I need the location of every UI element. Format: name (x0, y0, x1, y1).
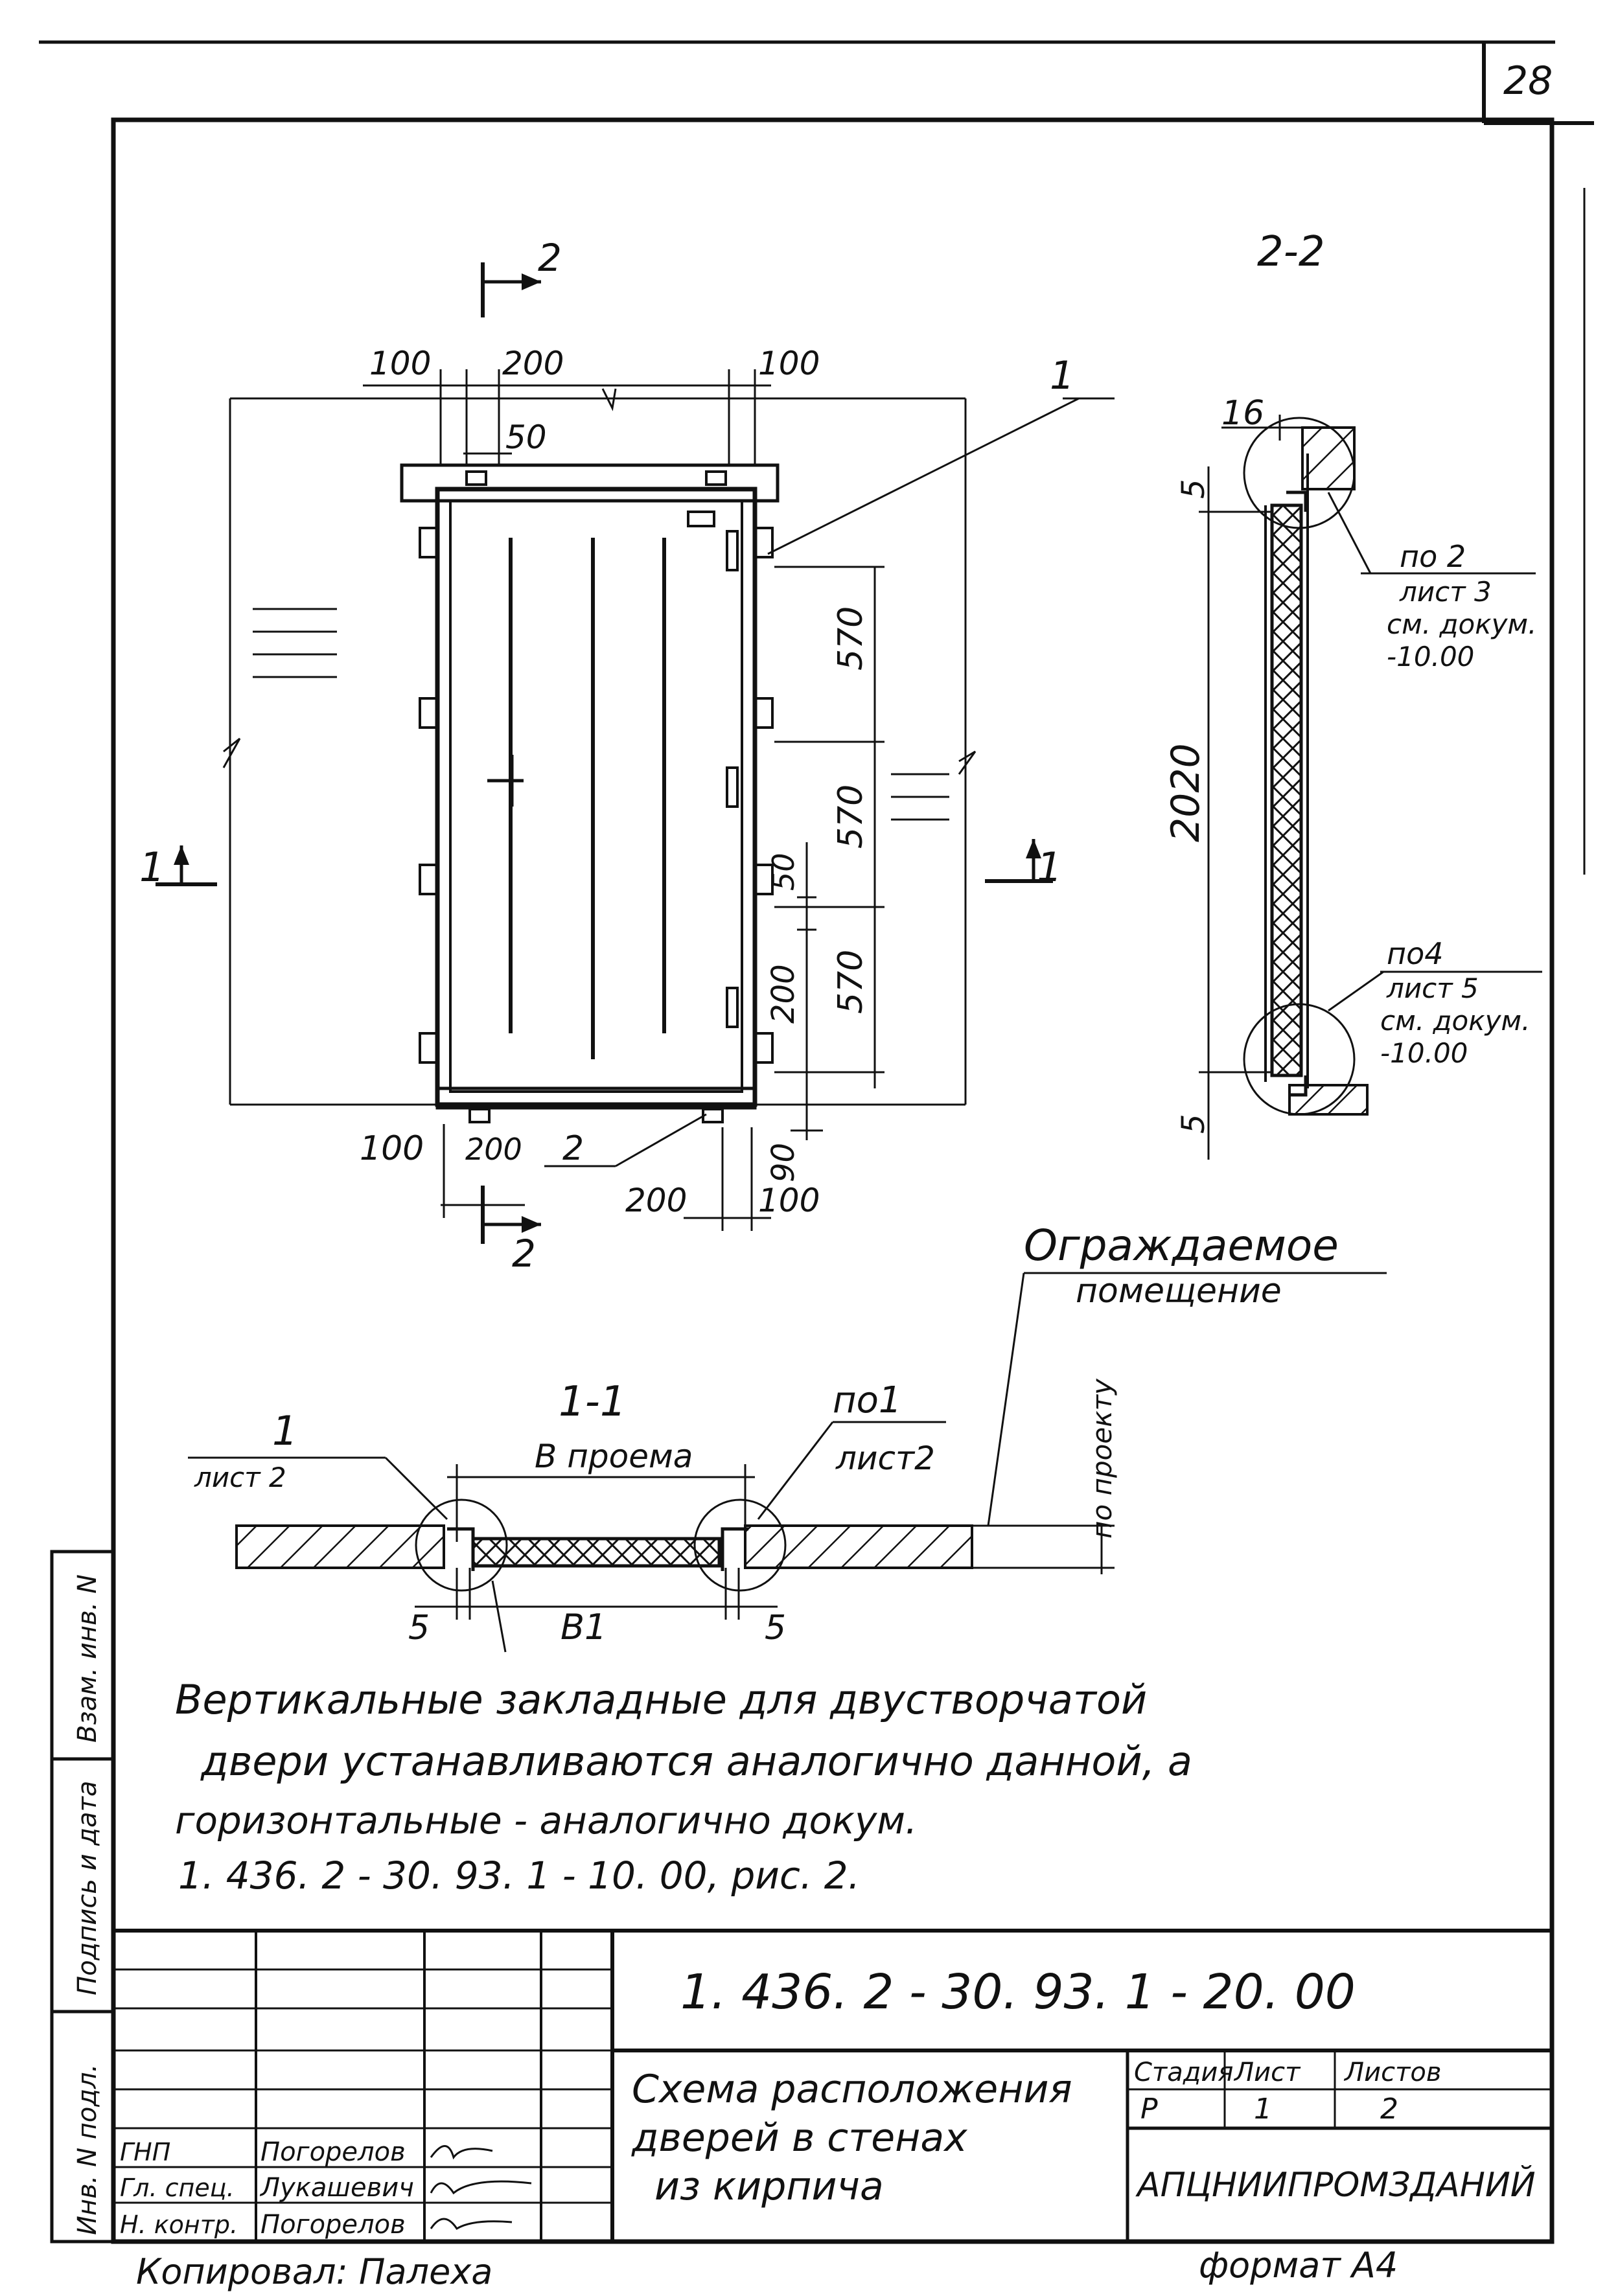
cut-mark-top: 2 (538, 236, 562, 280)
dim-top-200: 200 (502, 345, 564, 382)
name-row-3: Погорелов (260, 2210, 406, 2240)
cut-markers (156, 262, 1053, 1244)
left-ref-number: 1 (272, 1407, 297, 1454)
stage-value: Р (1140, 2093, 1158, 2126)
protected-room-line-2: помещение (1076, 1272, 1282, 1311)
leader-label-2: 2 (562, 1129, 584, 1168)
right-ref-number: по1 (833, 1379, 902, 1421)
dim-5-left: 5 (408, 1609, 430, 1647)
dim-bottom-100-right: 100 (758, 1182, 820, 1219)
dim-bottom-200-left: 200 (465, 1132, 522, 1167)
callout-bottom-line-1: по4 (1387, 936, 1444, 971)
callout-top-line-1: по 2 (1400, 539, 1466, 574)
copied-by: Копировал: Палеха (136, 2251, 492, 2292)
section-2-2-title: 2-2 (1257, 228, 1325, 276)
dim-top-50: 50 (505, 419, 547, 456)
callout-top-line-2: лист 3 (1399, 576, 1492, 608)
callout-bottom-line-4: -10.00 (1380, 1037, 1468, 1069)
stamp-signature-date: Подпись и дата (73, 1781, 102, 1995)
sheet-value: 1 (1254, 2093, 1272, 2126)
section-2-2 (1199, 415, 1542, 1160)
note-line-4: 1. 436. 2 - 30. 93. 1 - 10. 00, рис. 2. (178, 1854, 860, 1898)
stamp-original-inv: Инв. N подл. (73, 2064, 102, 2235)
note-line-2: двери устанавливаются аналогично данной,… (200, 1738, 1192, 1785)
section-2-2-dim-5-top: 5 (1175, 479, 1212, 499)
section-1-1 (188, 1272, 1387, 1653)
dim-5-right: 5 (765, 1609, 786, 1647)
callout-bottom-line-2: лист 5 (1386, 972, 1479, 1004)
section-1-1-title: 1-1 (559, 1378, 627, 1426)
sheet-frame (39, 40, 1594, 2244)
dim-b1: В1 (561, 1607, 607, 1647)
dim-top-100-right: 100 (758, 345, 820, 382)
stage-label: Стадия (1134, 2058, 1233, 2087)
page-number: 28 (1503, 58, 1553, 104)
dim-right-90: 90 (765, 1143, 802, 1182)
section-2-2-dim-2020: 2020 (1163, 743, 1208, 842)
elevation-dimensions (363, 369, 884, 1231)
role-chief-spec: Гл. спец. (120, 2174, 235, 2202)
section-2-2-dim-5-bottom: 5 (1175, 1114, 1212, 1134)
signature-marks (430, 2145, 532, 2231)
name-row-2: Лукашевич (259, 2173, 414, 2203)
left-ref-sheet: лист 2 (194, 1462, 286, 1493)
protected-room-line-1: Ограждаемое (1024, 1221, 1339, 1270)
section-mark-right: 1 (1037, 844, 1062, 891)
sheet-format: формат А4 (1199, 2245, 1398, 2286)
organization: АПЦНИИПРОМЗДАНИЙ (1135, 2165, 1536, 2205)
side-stamp-column (50, 1550, 115, 2244)
callout-bottom-line-3: см. докум. (1380, 1005, 1530, 1037)
dim-right-570-a: 570 (831, 606, 870, 671)
door-elevation (222, 388, 977, 1123)
name-row-1: Погорелов (260, 2137, 406, 2167)
document-code: 1. 436. 2 - 30. 93. 1 - 20. 00 (680, 1964, 1356, 2020)
dim-right-570-c: 570 (831, 950, 870, 1014)
title-block (113, 1929, 1552, 2242)
dim-right-570-b: 570 (831, 785, 870, 849)
dim-bottom-100: 100 (360, 1129, 424, 1168)
role-norm-control: Н. контр. (120, 2210, 238, 2239)
stamp-replacement-inv: Взам. инв. N (73, 1574, 102, 1743)
sheets-label: Листов (1343, 2058, 1441, 2087)
note-line-3: горизонтальные - аналогично докум. (175, 1798, 917, 1843)
dim-right-200: 200 (765, 964, 802, 1024)
sheets-value: 2 (1380, 2093, 1398, 2126)
dim-right-50: 50 (766, 853, 801, 891)
drawing-title-line-2: дверей в стенах (631, 2115, 967, 2161)
by-project-label: по проекту (1086, 1378, 1118, 1539)
dim-top-100-left: 100 (369, 345, 431, 382)
callout-top-line-4: -10.00 (1387, 641, 1474, 672)
drawing-title-line-3: из кирпича (654, 2164, 884, 2209)
role-gnp: ГНП (120, 2138, 170, 2166)
right-ref-sheet: лист2 (835, 1440, 935, 1477)
callout-top-line-3: см. докум. (1387, 608, 1536, 640)
sheet-label: Лист (1233, 2058, 1301, 2087)
cut-mark-bottom: 2 (512, 1232, 536, 1276)
section-2-2-dim-16: 16 (1221, 394, 1264, 433)
leader-label-1: 1 (1050, 353, 1074, 398)
section-mark-left: 1 (139, 844, 165, 891)
dim-bottom-200-right: 200 (625, 1182, 687, 1219)
note-line-1: Вертикальные закладные для двустворчатой (175, 1676, 1147, 1723)
opening-label: В проема (535, 1438, 693, 1475)
drawing-title-line-1: Схема расположения (632, 2067, 1072, 2112)
